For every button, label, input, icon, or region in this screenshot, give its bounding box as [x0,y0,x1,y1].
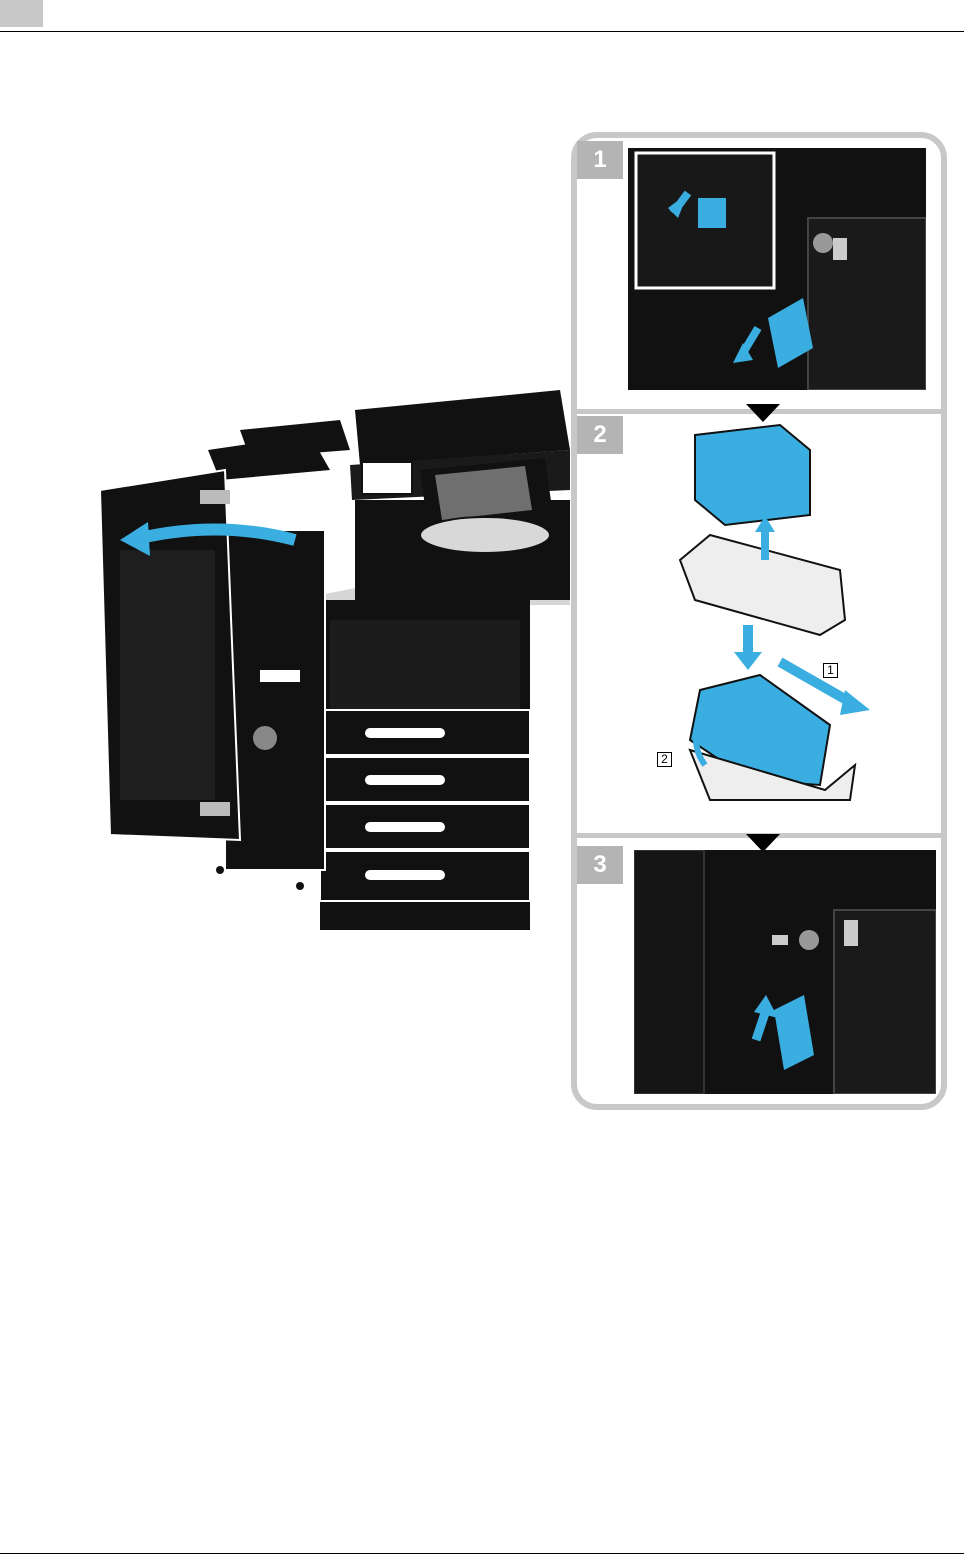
page-number-tab [0,0,43,27]
step-3-badge: 3 [577,846,623,884]
step-2-cartridge-illustration [670,420,880,810]
step-2-badge: 2 [577,416,623,454]
callout-1: 1 [823,663,838,678]
footer-rule [0,1553,964,1554]
step-3-photo [634,850,936,1094]
step-1-photo [628,148,926,390]
header-rule [0,31,964,32]
copier-illustration [100,370,580,940]
step-1-badge: 1 [577,141,623,179]
callout-2: 2 [657,752,672,767]
